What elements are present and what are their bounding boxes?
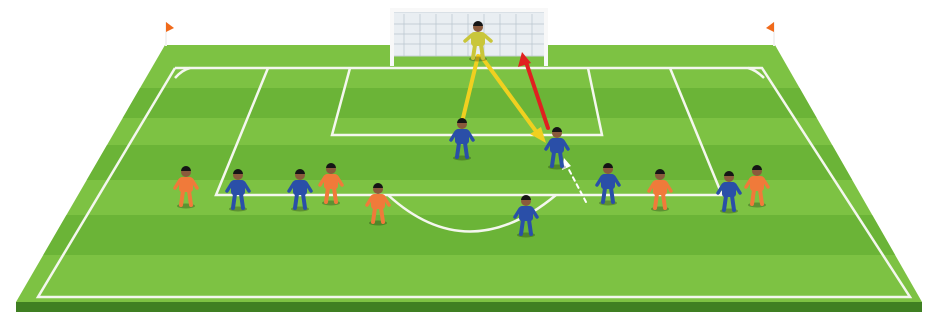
torso bbox=[722, 182, 736, 197]
leg bbox=[381, 208, 383, 222]
torso bbox=[550, 138, 564, 153]
flag bbox=[166, 22, 174, 32]
torso bbox=[601, 174, 615, 189]
corner-flag-right bbox=[766, 22, 774, 46]
leg bbox=[295, 194, 297, 208]
pitch-side-edge bbox=[16, 302, 922, 312]
torso bbox=[519, 206, 533, 221]
torso bbox=[653, 180, 667, 195]
leg bbox=[611, 188, 613, 202]
leg bbox=[457, 143, 459, 157]
leg bbox=[373, 208, 375, 222]
leg bbox=[241, 194, 243, 208]
stripe bbox=[0, 145, 938, 180]
leg bbox=[326, 188, 328, 202]
corner-flag-left bbox=[166, 22, 174, 46]
pitch-stripes bbox=[0, 88, 938, 255]
leg bbox=[655, 194, 657, 208]
leg bbox=[481, 45, 483, 58]
leg bbox=[334, 188, 336, 202]
leg bbox=[732, 196, 734, 210]
torso bbox=[179, 177, 193, 192]
leg bbox=[552, 152, 554, 166]
leg bbox=[560, 152, 562, 166]
leg bbox=[521, 220, 523, 234]
torso bbox=[371, 194, 385, 209]
leg bbox=[603, 188, 605, 202]
torso bbox=[231, 180, 245, 195]
torso bbox=[471, 32, 485, 46]
leg bbox=[760, 190, 762, 204]
leg bbox=[752, 190, 754, 204]
torso bbox=[455, 129, 469, 144]
torso bbox=[293, 180, 307, 195]
leg bbox=[189, 191, 191, 205]
leg bbox=[465, 143, 467, 157]
leg bbox=[473, 45, 475, 58]
torso bbox=[324, 174, 338, 189]
flag bbox=[766, 22, 774, 32]
leg bbox=[529, 220, 531, 234]
leg bbox=[303, 194, 305, 208]
leg bbox=[181, 191, 183, 205]
torso bbox=[750, 176, 764, 191]
leg bbox=[724, 196, 726, 210]
stripe bbox=[0, 215, 938, 255]
leg bbox=[233, 194, 235, 208]
leg bbox=[663, 194, 665, 208]
